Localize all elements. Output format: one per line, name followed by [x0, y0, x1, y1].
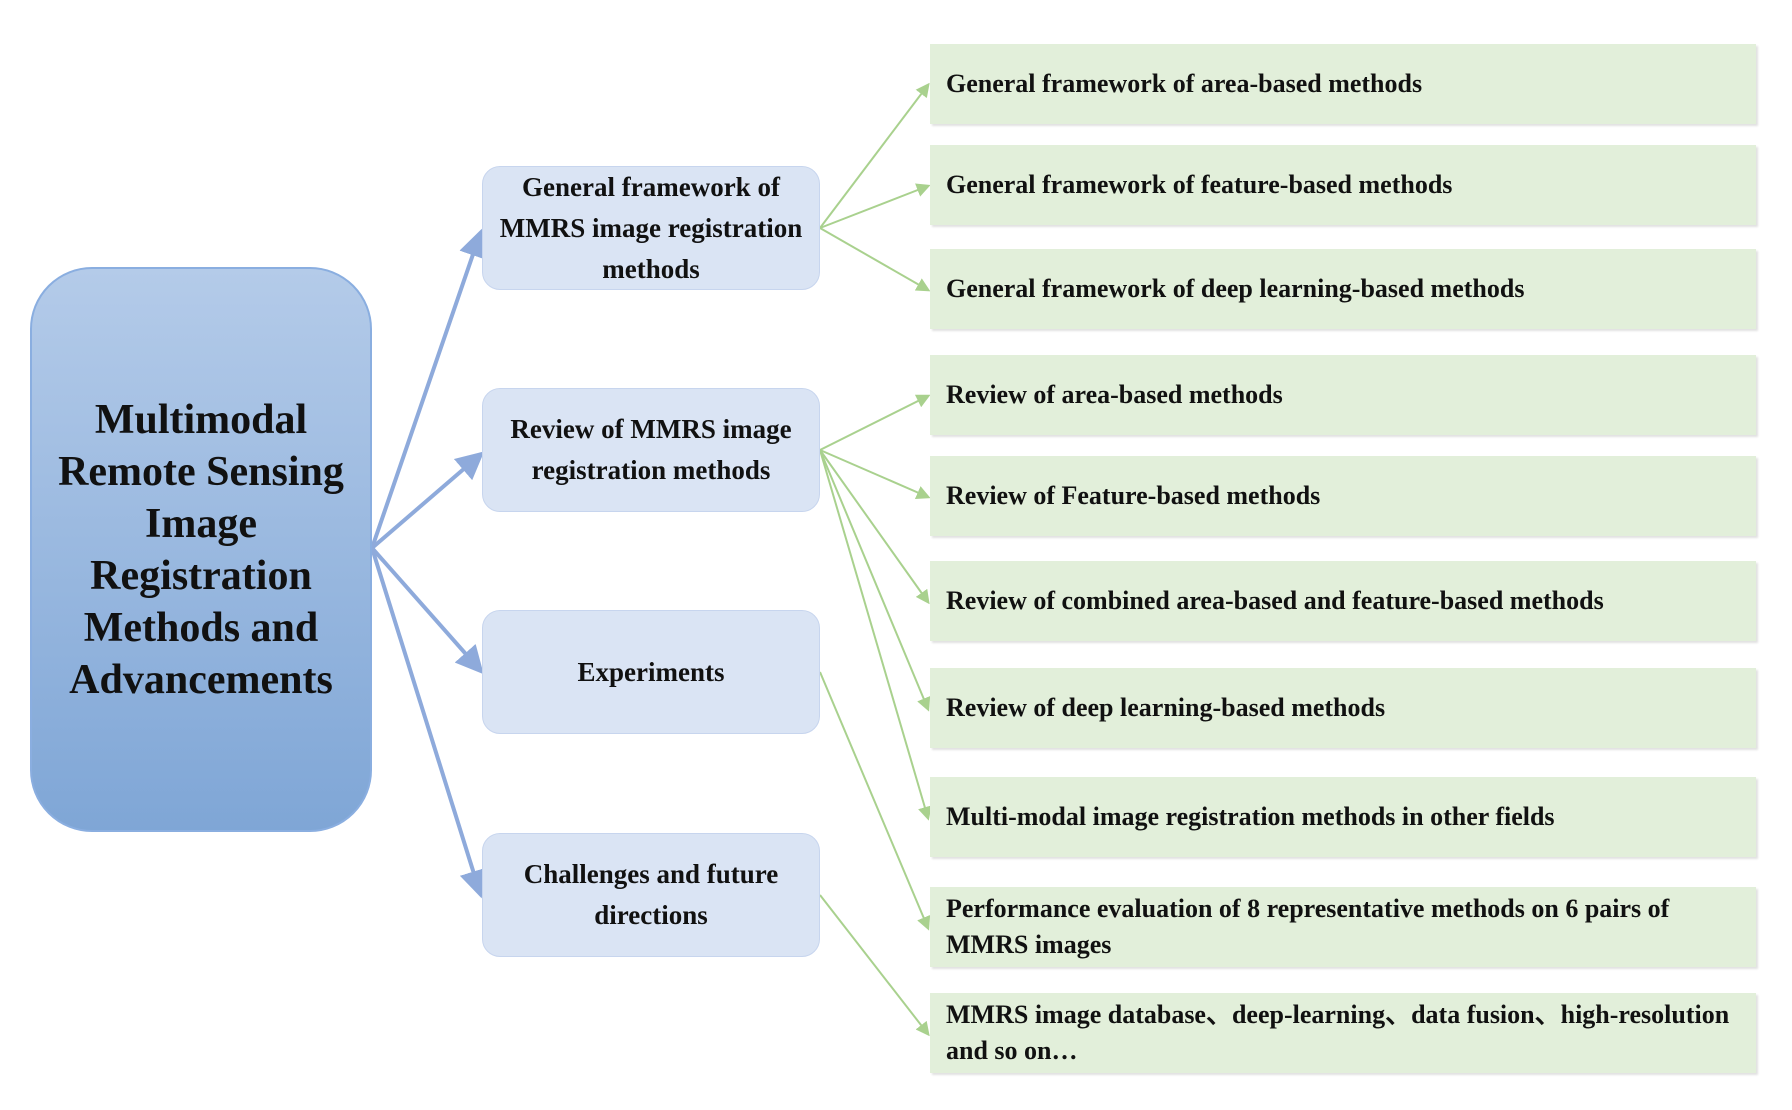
leaf-label: Review of deep learning-based methods — [946, 693, 1386, 722]
leaf-deep-framework: General framework of deep learning-based… — [930, 249, 1756, 329]
leaf-label: General framework of area-based methods — [946, 69, 1423, 98]
branch-label: General framework of MMRS image registra… — [499, 171, 803, 284]
branch-label: Challenges and future directions — [523, 859, 779, 930]
branch-review: Review of MMRS image registration method… — [482, 388, 820, 512]
branch-label: Review of MMRS image registration method… — [510, 414, 792, 485]
branch-challenges: Challenges and future directions — [482, 833, 820, 957]
leaf-label: General framework of feature-based metho… — [946, 170, 1453, 199]
arrow-framework-to-deep — [819, 227, 931, 292]
arrow-root-to-framework — [370, 228, 486, 549]
arrow-root-to-challenges — [370, 547, 487, 899]
arrow-challenges-to-database — [819, 894, 930, 1037]
leaf-label: Performance evaluation of 8 representati… — [946, 894, 1670, 959]
branch-experiments: Experiments — [482, 610, 820, 734]
root-title: Multimodal Remote Sensing Image Registra… — [58, 396, 344, 703]
branch-general-framework: General framework of MMRS image registra… — [482, 166, 820, 290]
leaf-deep-review: Review of deep learning-based methods — [930, 668, 1756, 748]
branch-label: Experiments — [577, 656, 725, 687]
leaf-area-review: Review of area-based methods — [930, 355, 1756, 435]
arrow-root-to-experiments — [370, 546, 484, 675]
leaf-feature-framework: General framework of feature-based metho… — [930, 145, 1756, 225]
leaf-combined-review: Review of combined area-based and featur… — [930, 561, 1756, 641]
arrow-review-to-feature — [819, 449, 931, 499]
leaf-area-framework: General framework of area-based methods — [930, 44, 1756, 124]
leaf-feature-review: Review of Feature-based methods — [930, 456, 1756, 536]
leaf-label: Review of area-based methods — [946, 380, 1283, 409]
leaf-label: Multi-modal image registration methods i… — [946, 802, 1555, 831]
leaf-performance-evaluation: Performance evaluation of 8 representati… — [930, 887, 1756, 967]
arrow-review-to-deep — [819, 449, 931, 712]
root-node: Multimodal Remote Sensing Image Registra… — [30, 267, 372, 832]
arrow-experiments-to-evaluation — [819, 671, 931, 931]
leaf-label: MMRS image database、deep-learning、data f… — [946, 1000, 1730, 1065]
arrow-root-to-review — [370, 451, 485, 550]
leaf-other-fields: Multi-modal image registration methods i… — [930, 777, 1756, 857]
arrow-review-to-combined — [819, 449, 930, 605]
leaf-label: Review of Feature-based methods — [946, 481, 1321, 510]
arrow-review-to-other — [819, 449, 932, 821]
arrow-framework-to-area — [819, 82, 930, 229]
leaf-label: Review of combined area-based and featur… — [946, 586, 1604, 615]
arrow-review-to-area — [819, 394, 931, 451]
arrow-framework-to-feature — [819, 183, 931, 229]
leaf-label: General framework of deep learning-based… — [946, 274, 1525, 303]
leaf-future-directions: MMRS image database、deep-learning、data f… — [930, 993, 1756, 1073]
